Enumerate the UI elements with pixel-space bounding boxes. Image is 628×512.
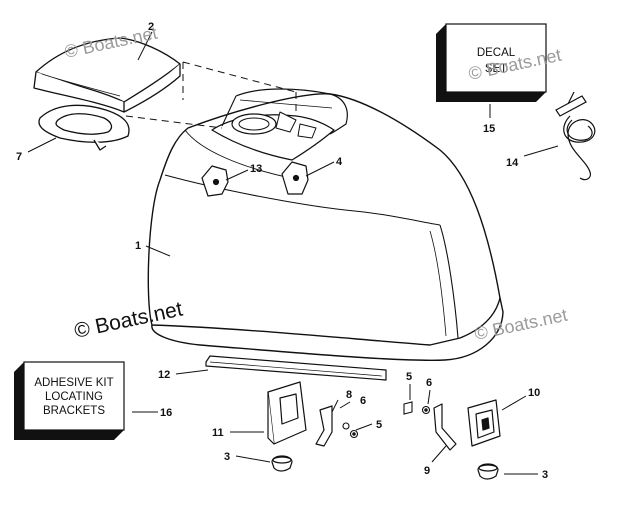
callout-6-right: 6: [426, 377, 432, 389]
bracket-4: [281, 161, 309, 195]
plug-right: [477, 463, 499, 480]
callout-9: 9: [424, 465, 430, 477]
decal-box-line2: SET: [485, 63, 507, 75]
bracket-8: [315, 405, 333, 447]
bracket-11: [267, 381, 307, 445]
decal-box-line1: DECAL: [477, 47, 516, 59]
cable-tube: [555, 91, 596, 181]
watermark-center: © Boats.net: [72, 297, 185, 342]
callout-5-left: 5: [376, 419, 382, 431]
bracket-10: [467, 399, 501, 447]
plug-left: [271, 455, 293, 472]
callout-2: 2: [148, 21, 154, 33]
callout-5-right: 5: [406, 371, 412, 383]
callout-labels: 2 7 1 13 4 15 14 12 16 11 3 8 6 5 5 6 9 …: [16, 21, 548, 481]
callout-7: 7: [16, 151, 22, 163]
callout-15: 15: [483, 123, 495, 135]
callout-13: 13: [250, 163, 262, 175]
callout-3-right: 3: [542, 469, 548, 481]
callout-16: 16: [160, 407, 172, 419]
callout-14: 14: [506, 157, 519, 169]
adhesive-box-line2: LOCATING: [45, 391, 103, 403]
adhesive-box-line1: ADHESIVE KIT: [34, 377, 113, 389]
bracket-13: [201, 165, 229, 197]
callout-10: 10: [528, 387, 540, 399]
seal-strip: [205, 355, 387, 381]
callout-12: 12: [158, 369, 170, 381]
engine-cover: [147, 88, 504, 361]
top-cover: [33, 37, 181, 113]
callout-1: 1: [135, 240, 141, 252]
adhesive-box-line3: BRACKETS: [43, 405, 105, 417]
seal-gasket: [38, 104, 130, 151]
callout-8: 8: [346, 389, 352, 401]
screw-washer-right: [403, 401, 431, 415]
dashed-alignment-lines: [125, 61, 297, 129]
screw-washer-left: [342, 422, 359, 439]
decal-set-box: DECAL SET: [436, 23, 547, 102]
callout-6-left: 6: [360, 395, 366, 407]
callout-11: 11: [212, 427, 224, 439]
callout-4: 4: [336, 156, 343, 168]
leader-lines: [27, 31, 559, 475]
callout-3-left: 3: [224, 451, 230, 463]
adhesive-kit-box: ADHESIVE KIT LOCATING BRACKETS: [14, 361, 125, 440]
bracket-9: [433, 403, 457, 451]
